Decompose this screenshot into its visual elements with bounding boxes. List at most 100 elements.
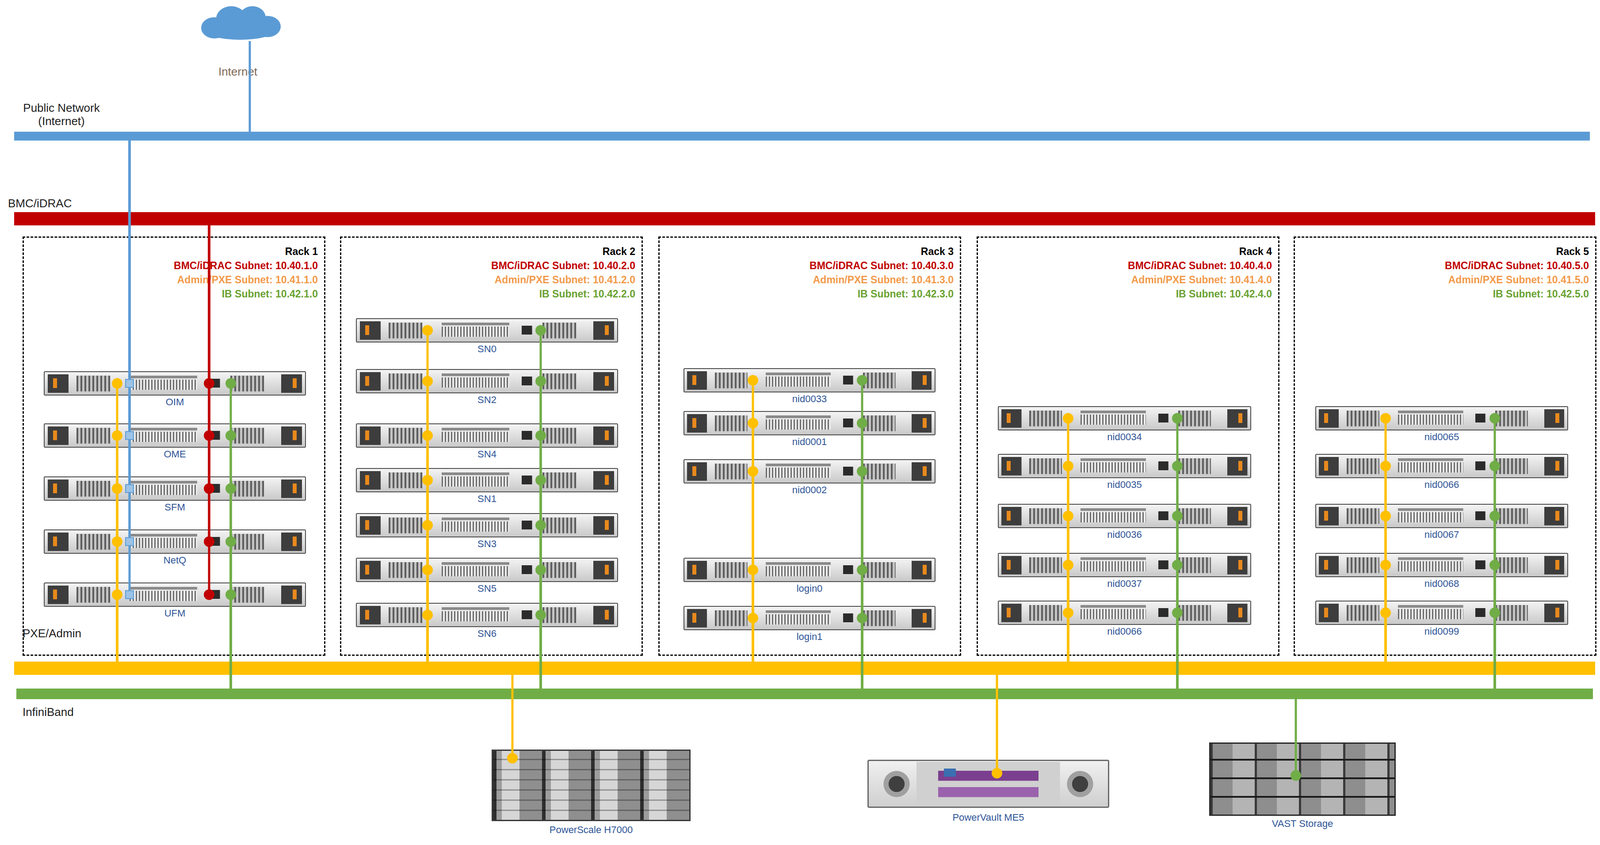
server-node: nid0035: [997, 454, 1252, 479]
server-label: nid0099: [1316, 626, 1568, 638]
port-stub: [116, 542, 119, 555]
server-node: nid0033: [683, 368, 936, 393]
rack-label: IB Subnet: 10.42.4.0: [1176, 288, 1272, 300]
port-circle: [1380, 413, 1391, 424]
port-dot: [856, 466, 868, 485]
port-stub: [1384, 516, 1387, 529]
port-stub: [116, 595, 119, 608]
rack-label: IB Subnet: 10.42.5.0: [1493, 288, 1589, 300]
server-node: SN6: [355, 603, 619, 628]
port-stub: [208, 371, 211, 384]
port-stub: [208, 476, 211, 489]
port-stub: [539, 330, 543, 344]
rack-label: BMC/iDRAC Subnet: 10.40.4.0: [1127, 259, 1272, 272]
port-dot: [203, 371, 215, 390]
port-stub: [996, 759, 999, 774]
port-circle: [111, 430, 123, 442]
network-link: [208, 225, 211, 372]
port-stub: [128, 371, 131, 384]
port-stub: [229, 488, 233, 502]
port-dot: [125, 423, 134, 440]
port-stub: [1067, 418, 1070, 432]
port-stub: [1294, 742, 1298, 776]
network-link: [539, 447, 543, 689]
network-link: [861, 630, 864, 689]
rack-label: Rack 2: [602, 245, 636, 258]
network-link: [1067, 430, 1070, 662]
network-link: [1176, 625, 1179, 689]
server-label: nid0035: [998, 479, 1251, 491]
server-label: OIM: [44, 396, 306, 408]
port-stub: [539, 381, 543, 394]
server-label: nid0068: [1316, 578, 1568, 590]
port-stub: [1067, 565, 1070, 578]
port-circle: [1489, 560, 1501, 571]
server-node: nid0068: [1315, 553, 1569, 578]
port-dot: [225, 589, 237, 608]
port-circle: [1172, 560, 1183, 571]
rack-label: IB Subnet: 10.42.2.0: [539, 288, 636, 300]
port-circle: [747, 418, 759, 429]
port-stub: [539, 480, 543, 493]
storage-label: VAST Storage: [1183, 818, 1421, 830]
network-link: [1493, 577, 1497, 689]
port-dot: [1172, 607, 1183, 626]
network-link: [1384, 577, 1387, 662]
port-circle: [535, 475, 547, 486]
port-circle: [856, 418, 868, 429]
port-circle: [422, 376, 433, 387]
port-dot: [1172, 413, 1183, 432]
port-circle: [1172, 461, 1183, 472]
rack-label: IB Subnet: 10.42.3.0: [857, 288, 954, 300]
port-circle: [225, 536, 237, 548]
port-circle: [1172, 511, 1183, 522]
port-circle: [225, 483, 237, 495]
server-label: nid0066: [1316, 479, 1568, 491]
port-dot: [856, 613, 868, 631]
port-circle: [1172, 413, 1183, 424]
port-circle: [203, 536, 215, 548]
network-link: [511, 675, 514, 750]
port-circle: [1290, 770, 1302, 782]
network-link: [229, 447, 233, 689]
port-circle: [747, 613, 759, 624]
port-stub: [128, 582, 131, 596]
port-circle: [1062, 560, 1074, 571]
port-stub: [752, 570, 755, 583]
port-stub: [229, 435, 233, 449]
server-node: nid0036: [997, 504, 1252, 529]
port-dot: [111, 483, 123, 502]
network-link: [539, 582, 543, 689]
port-dot: [1172, 461, 1183, 479]
port-stub: [861, 380, 864, 394]
port-circle: [422, 325, 433, 337]
network-link: [426, 342, 429, 662]
port-dot: [1380, 461, 1391, 479]
network-link: [539, 627, 543, 689]
port-dot: [747, 613, 759, 631]
network-link: [426, 447, 429, 662]
network-band: InfiniBand: [16, 688, 1593, 700]
port-circle: [1062, 461, 1074, 472]
port-dot: [1380, 413, 1391, 432]
port-circle: [422, 475, 433, 486]
port-stub: [426, 381, 429, 394]
port-stub: [1067, 466, 1070, 479]
port-dot: [535, 610, 547, 628]
server-node: SN3: [355, 513, 619, 538]
port-dot: [1062, 413, 1074, 432]
port-group: [111, 325, 1501, 782]
network-band: Public Network (Internet): [14, 131, 1590, 141]
port-dot: [1380, 560, 1391, 578]
port-dot: [747, 565, 759, 583]
rack-label: BMC/iDRAC Subnet: 10.40.5.0: [1444, 259, 1589, 272]
network-link: [229, 553, 233, 689]
cloud-label: Internet: [187, 65, 289, 79]
port-stub: [1384, 466, 1387, 479]
port-circle: [535, 376, 547, 387]
port-stub: [208, 423, 211, 436]
network-link: [752, 483, 755, 662]
network-link: [1176, 577, 1179, 689]
port-circle: [856, 375, 868, 386]
